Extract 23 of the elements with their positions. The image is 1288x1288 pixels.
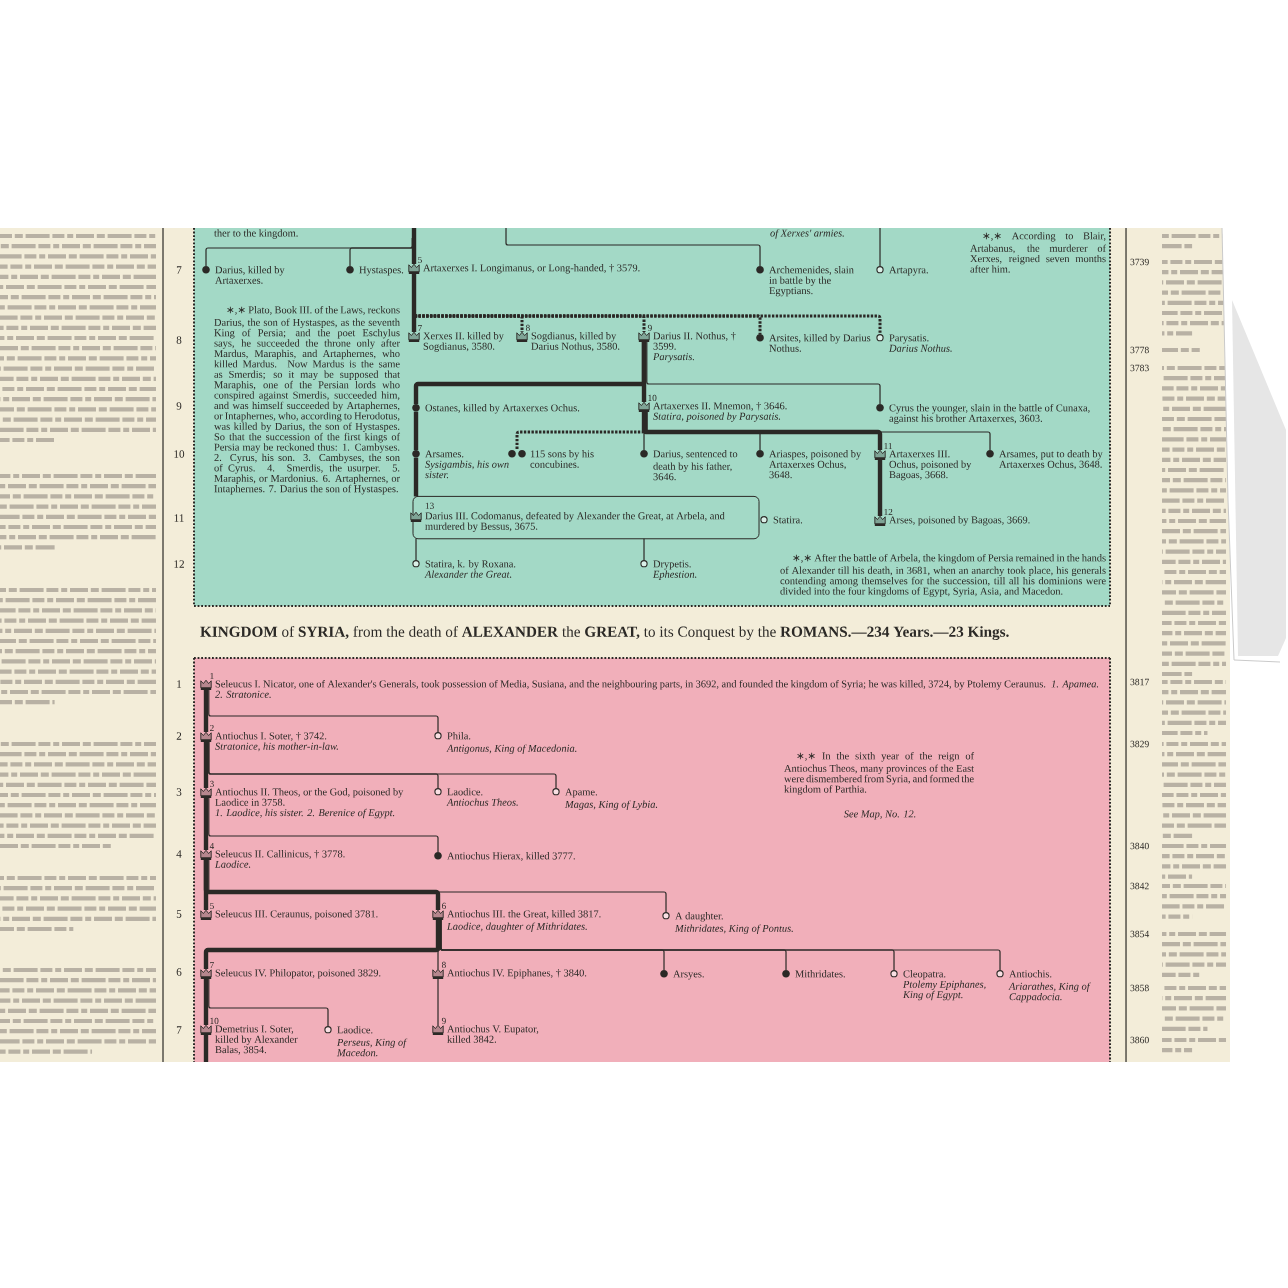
lineage-line [411, 274, 417, 332]
lineage-line [203, 860, 441, 910]
lineage-line [203, 690, 209, 732]
lineage-line [877, 460, 883, 516]
lineage-line [413, 457, 419, 497]
lineage-line [203, 798, 209, 850]
lineage-line [203, 1035, 209, 1062]
lineage-line [641, 412, 883, 450]
kingdom-band [193, 227, 1111, 607]
lineage-line [641, 342, 647, 402]
lineage-line [415, 538, 417, 562]
lineage-line [208, 689, 439, 734]
lineage-line [643, 538, 645, 562]
lineage-line [208, 797, 439, 853]
lineage-line [208, 859, 667, 914]
lineage-line [203, 742, 209, 788]
lineage-line [203, 979, 209, 1025]
lineage-line [646, 341, 881, 405]
lineage-line [203, 920, 441, 969]
lineage-line [879, 227, 881, 268]
lineage-line [437, 978, 439, 1026]
lineage-line [413, 411, 419, 450]
lineage-line [411, 228, 417, 264]
